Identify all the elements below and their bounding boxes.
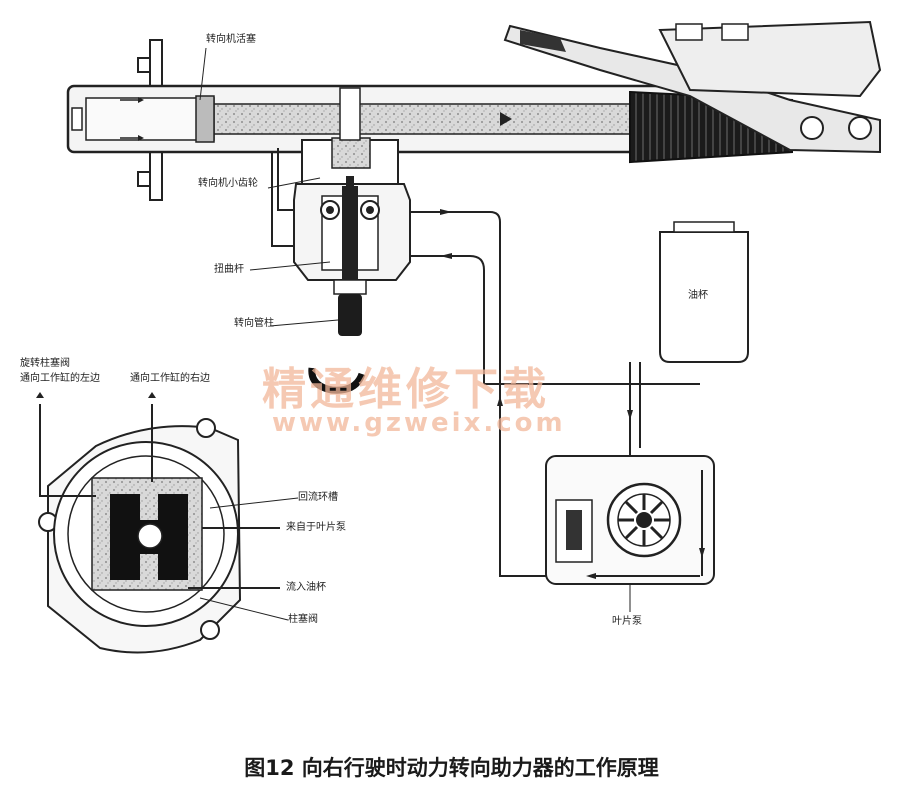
vane-pump <box>545 455 715 612</box>
label-to-reservoir: 流入油杯 <box>286 582 326 593</box>
valve-body <box>293 87 411 282</box>
label-return-groove: 回流环槽 <box>298 492 338 503</box>
cross-section-lines <box>39 404 280 589</box>
tie-rod-assembly <box>503 20 882 154</box>
hydraulic-lines-upper <box>271 148 700 577</box>
label-rotary-valve: 旋转柱塞阀 <box>20 358 70 369</box>
label-reservoir: 油杯 <box>688 290 708 301</box>
figure-caption: 图12 向右行驶时动力转向助力器的工作原理 <box>244 756 659 780</box>
label-to-right-chamber: 通向工作缸的右边 <box>130 373 210 384</box>
reservoir-cup <box>659 221 749 363</box>
label-torsion-bar: 扭曲杆 <box>214 264 244 275</box>
label-spool-valve: 柱塞阀 <box>288 614 318 625</box>
label-steering-column: 转向管柱 <box>234 318 274 329</box>
label-to-left-chamber: 通向工作缸的左边 <box>20 373 100 384</box>
leader-lines <box>199 47 339 621</box>
valve-cross-section <box>38 418 242 654</box>
rotation-arrow <box>308 367 366 394</box>
label-from-pump: 来自于叶片泵 <box>286 522 346 533</box>
watermark-chinese: 精通维修下载 <box>262 364 550 415</box>
label-piston: 转向机活塞 <box>206 34 256 45</box>
label-pinion: 转向机小齿轮 <box>198 178 258 189</box>
steering-column <box>333 279 367 336</box>
watermark-url: www.gzweix.com <box>272 408 566 438</box>
label-vane-pump: 叶片泵 <box>612 616 642 627</box>
